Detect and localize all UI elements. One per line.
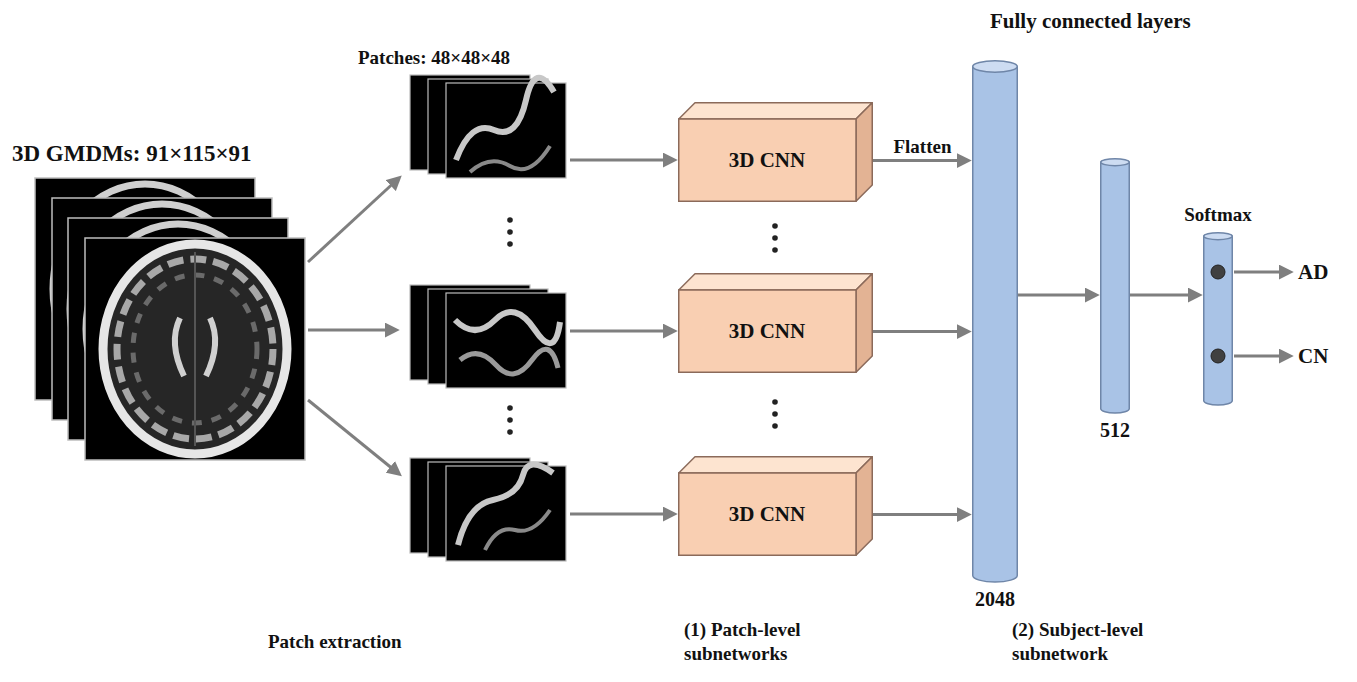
- block-face: 3D CNN: [678, 119, 856, 202]
- brain-cortex: [103, 244, 287, 454]
- patch-caption: Patches: 48×48×48: [358, 46, 510, 70]
- ellipsis-dot: [507, 229, 513, 235]
- block-top-face: [679, 274, 873, 290]
- patch-input-arrow: [570, 330, 674, 333]
- extraction-arrow: [308, 178, 399, 262]
- block-label: 3D CNN: [729, 148, 805, 173]
- cylinder-top: [973, 61, 1018, 72]
- patch-texture: [470, 146, 550, 172]
- block-top-face: [679, 457, 873, 473]
- block-front-face: [679, 290, 856, 372]
- cylinder-body: [1204, 236, 1233, 405]
- cylinder-top: [1204, 233, 1233, 240]
- patch-input-arrow: [570, 159, 674, 162]
- block-face: 3D CNN: [678, 473, 856, 556]
- ellipsis-dot: [507, 241, 513, 247]
- fc-layer-cylinder: 512: [1100, 158, 1130, 413]
- class-output: CN: [1298, 343, 1328, 369]
- cylinder-shape: [1100, 158, 1130, 413]
- connector-arrow: [1018, 294, 1096, 297]
- fc-layer-cylinder: 2048: [972, 60, 1018, 582]
- ellipsis-dot: [772, 235, 778, 241]
- cylinder-top: [1101, 159, 1130, 166]
- ellipsis-dot: [507, 417, 513, 423]
- layer-size-label: Softmax: [1184, 204, 1252, 226]
- extraction-arrow: [308, 400, 399, 474]
- extraction-arrow: [308, 329, 396, 332]
- cylinder-body: [1101, 162, 1130, 413]
- ellipsis-dot: [772, 247, 778, 253]
- stage-caption: (1) Patch-level subnetworks: [684, 618, 844, 666]
- cylinder-shape: [1203, 232, 1233, 405]
- ellipsis-dot: [507, 217, 513, 223]
- cylinder-caption: 2048: [975, 588, 1015, 611]
- brain-midline: [194, 252, 196, 446]
- patch-texture: [460, 349, 558, 374]
- cylinder-shape: [972, 60, 1018, 582]
- cylinder-body: [973, 66, 1018, 582]
- patch-input-arrow: [570, 513, 674, 516]
- block-front-face: [679, 119, 856, 201]
- block-label: 3D CNN: [729, 319, 805, 344]
- cylinder-caption: 512: [1100, 419, 1130, 442]
- patch-texture: [456, 78, 554, 160]
- output-arrow: [1234, 271, 1290, 274]
- cnn-block: 3D CNN: [678, 456, 873, 556]
- ellipsis-dot: [507, 429, 513, 435]
- softmax-unit: [1211, 349, 1225, 363]
- input-caption: 3D GMDMs: 91×115×91: [12, 140, 252, 169]
- block-top-face: [679, 103, 873, 119]
- ellipsis-dot: [772, 223, 778, 229]
- class-output: AD: [1298, 259, 1328, 285]
- softmax-unit: [1211, 265, 1225, 279]
- output-arrow: [1234, 355, 1290, 358]
- block-front-face: [679, 473, 856, 555]
- layer-size-label: 2048: [975, 588, 1015, 611]
- edge-label: Flatten: [893, 136, 951, 158]
- patch-texture: [485, 510, 550, 550]
- ellipsis-dot: [772, 399, 778, 405]
- cylinder-caption: Softmax: [1184, 204, 1252, 226]
- block-face: 3D CNN: [678, 290, 856, 373]
- connector-arrow: [1130, 294, 1199, 297]
- patch-slice: [446, 293, 566, 388]
- patch-slice: [446, 466, 566, 561]
- brain-ventricle: [206, 318, 215, 376]
- ellipsis-dot: [772, 411, 778, 417]
- block-side-face: [856, 457, 872, 556]
- layer-size-label: 512: [1100, 419, 1130, 442]
- cnn-block: 3D CNN: [678, 273, 873, 373]
- connector-arrow: [873, 159, 968, 162]
- block-side-face: [856, 274, 872, 373]
- stage-caption: (2) Subject-level subnetwork: [1012, 618, 1187, 666]
- section-title: Fully connected layers: [990, 8, 1191, 34]
- patch-texture: [455, 312, 560, 343]
- ellipsis-dot: [772, 423, 778, 429]
- block-side-face: [856, 103, 872, 202]
- cnn-block: 3D CNN: [678, 102, 873, 202]
- connector-arrow: [873, 330, 968, 333]
- patch-texture: [458, 464, 553, 545]
- fc-layer-cylinder: Softmax: [1203, 232, 1233, 405]
- connector-arrow: [873, 513, 968, 516]
- block-label: 3D CNN: [729, 502, 805, 527]
- ellipsis-dot: [507, 405, 513, 411]
- stage-caption: Patch extraction: [268, 630, 401, 654]
- brain-slice: [85, 238, 305, 460]
- brain-ventricle: [175, 318, 184, 376]
